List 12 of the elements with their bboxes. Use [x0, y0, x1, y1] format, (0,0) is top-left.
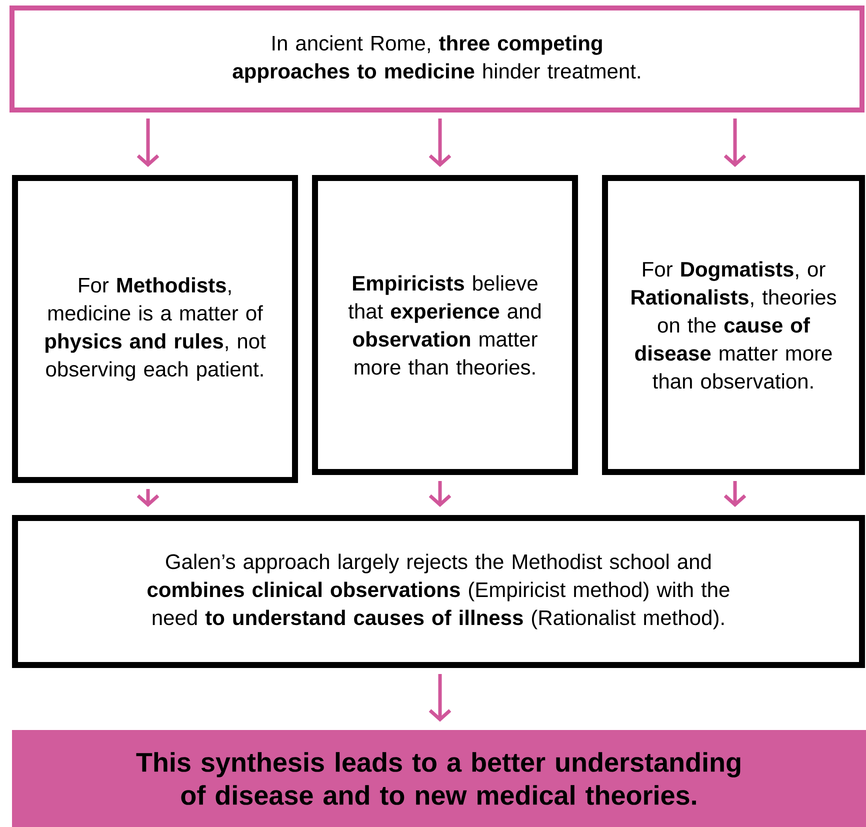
arrow	[724, 481, 746, 507]
intro-box: In ancient Rome, three competing approaches to medicine hinder treatment.	[10, 6, 864, 112]
school-box: Empiricists believe that experience and observation matter more than theories.	[312, 175, 578, 475]
arrow	[724, 118, 746, 167]
school-box: For Dogmatists, or Rationalists, theories on the cause of disease matter more than observation.	[602, 175, 865, 475]
school-box: For Methodists, medicine is a matter of physics and rules, not observing each patient.	[12, 175, 298, 483]
conclusion-banner: This synthesis leads to a better understanding of disease and to new medical theories.	[12, 730, 866, 827]
arrow	[136, 118, 160, 167]
summary-box: Galen’s approach largely rejects the Methodist school and combines clinical observations (Empiricist method) with the need to understand causes of illness (Rationalist method).	[12, 515, 865, 668]
arrow	[428, 481, 452, 507]
arrow	[428, 118, 452, 167]
arrow	[428, 674, 452, 722]
